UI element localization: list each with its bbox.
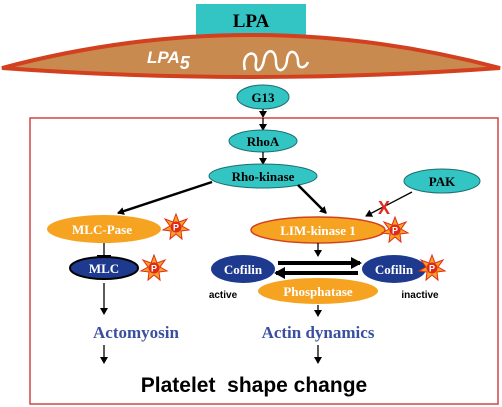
arrow-to-mlc-pase — [117, 180, 213, 215]
receptor-name: LPA — [147, 48, 180, 67]
rho-kinase-label: Rho-kinase — [232, 169, 295, 184]
blocked-mark: X — [378, 198, 390, 218]
phosphatase-node — [258, 278, 378, 304]
cofilin-inactive-node — [362, 255, 426, 283]
g13-label: G13 — [251, 90, 275, 105]
arrow-pak-to-limk1 — [365, 191, 413, 217]
actomyosin-label: Actomyosin — [93, 323, 179, 342]
phospho-icon: P — [417, 253, 447, 282]
pak-node — [403, 168, 481, 194]
inactive-state-label: inactive — [401, 290, 439, 301]
membrane — [1, 33, 501, 79]
rho-kinase-node — [208, 163, 318, 189]
pathway-frame — [29, 117, 499, 405]
mlc-node — [69, 256, 139, 280]
arrow-to-limk1 — [297, 184, 327, 214]
phospho-label: P — [173, 223, 179, 233]
phospho-label: P — [151, 264, 157, 274]
mlc-label: MLC — [89, 261, 119, 276]
phosphatase-label: Phosphatase — [283, 284, 353, 299]
phospho-icon: P — [380, 215, 410, 244]
mlc-pase-label: MLC-Pase — [72, 222, 132, 237]
cofilin-inactive-label: Cofilin — [375, 262, 414, 277]
cofilin-active-label: Cofilin — [224, 262, 263, 277]
phospho-label: P — [392, 226, 398, 236]
limk1-label: LIM-kinase 1 — [280, 223, 355, 238]
phospho-icon: P — [161, 212, 191, 241]
rhoa-label: RhoA — [247, 134, 280, 149]
final-outcome-label: Platelet shape change — [141, 374, 367, 397]
actin-dynamics-label: Actin dynamics — [262, 323, 375, 342]
phospho-label: P — [429, 264, 435, 274]
pak-label: PAK — [429, 174, 456, 189]
lpa-label: LPA — [233, 11, 270, 32]
receptor-label: LPA5 — [147, 48, 191, 73]
receptor-subscript: 5 — [180, 53, 191, 73]
phospho-icon: P — [139, 253, 169, 282]
cofilin-active-node — [211, 255, 275, 283]
lpa-box — [196, 4, 306, 35]
active-state-label: active — [209, 290, 238, 301]
receptor-coil-icon — [242, 50, 310, 72]
mlc-pase-node — [47, 215, 161, 243]
